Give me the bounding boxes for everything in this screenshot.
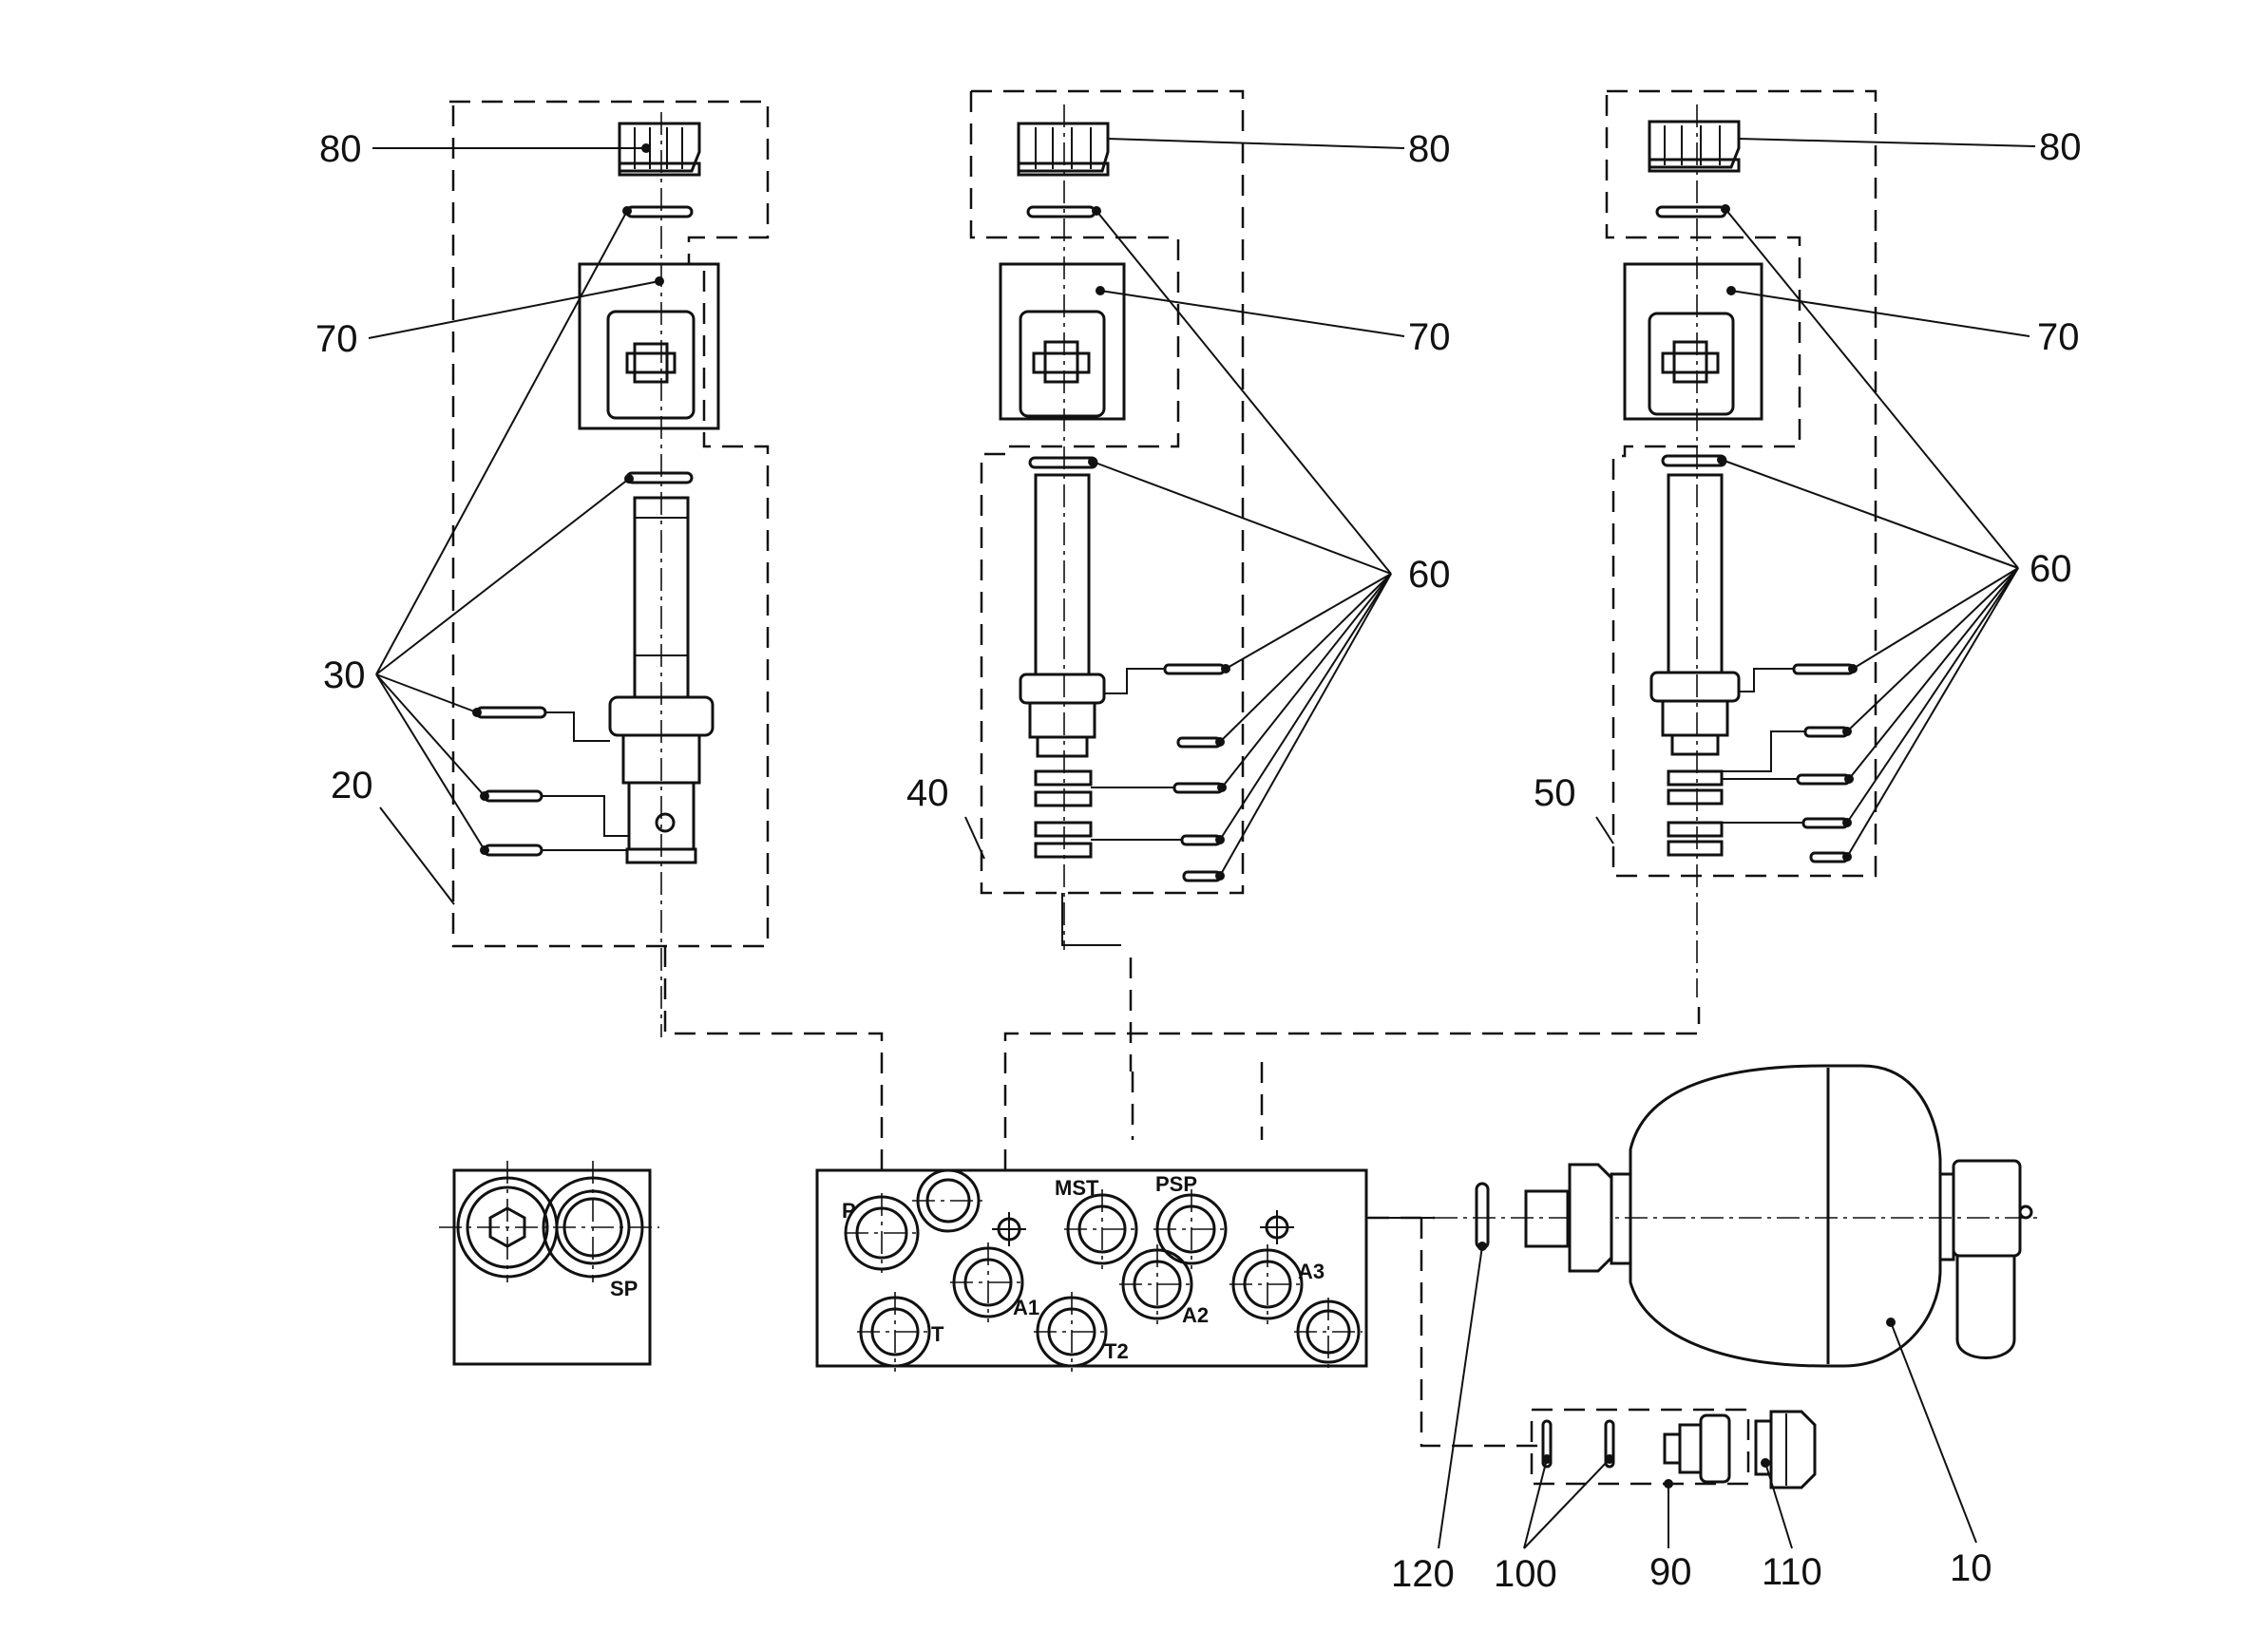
callout-70-mid: 70 (1408, 316, 1451, 358)
callout-numbers: 80 70 30 20 80 70 60 40 80 70 60 50 120 … (315, 126, 2082, 1595)
callout-80-right: 80 (2039, 126, 2082, 168)
valve-assembly-20 (449, 100, 770, 1037)
seal-100-a (1541, 1419, 1553, 1469)
callout-80-left: 80 (319, 128, 362, 170)
callout-120: 120 (1391, 1553, 1455, 1595)
callout-90: 90 (1649, 1551, 1692, 1593)
plug-110 (1754, 1410, 1817, 1489)
valve-assembly-50 (1605, 89, 1877, 997)
plate-sp: SP (439, 1161, 659, 1366)
callout-10: 10 (1950, 1547, 1992, 1589)
port-label-psp: PSP (1155, 1172, 1197, 1196)
coil-70-mid (999, 262, 1126, 421)
nut-80-left (618, 122, 701, 177)
port-label-a1: A1 (1013, 1296, 1039, 1319)
seal-100-b (1604, 1419, 1615, 1469)
valve-assembly-40 (969, 89, 1245, 950)
accumulator-10 (1524, 1064, 2033, 1368)
callout-60-right: 60 (2030, 548, 2072, 590)
cartridge-50 (1667, 473, 1724, 676)
check-valve-90 (1530, 1408, 1817, 1489)
callout-70-right: 70 (2037, 316, 2080, 358)
callout-100: 100 (1494, 1553, 1557, 1595)
seals-30 (475, 706, 629, 857)
port-label-t: T (931, 1322, 944, 1346)
coil-70-left (578, 262, 720, 430)
nut-80-mid (1017, 122, 1110, 177)
seal-120 (1475, 1182, 1490, 1250)
port-label-t2: T2 (1104, 1339, 1129, 1363)
nut-80-right (1648, 120, 1741, 173)
port-label-p: P (842, 1199, 856, 1223)
callout-30: 30 (323, 654, 366, 696)
port-label-mst: MST (1055, 1176, 1099, 1200)
callout-80-mid: 80 (1408, 128, 1451, 170)
coil-70-right (1623, 262, 1763, 421)
callout-20: 20 (331, 765, 373, 806)
port-label-a3: A3 (1298, 1260, 1325, 1283)
port-label-sp: SP (610, 1277, 638, 1300)
callout-50: 50 (1534, 772, 1576, 814)
leader-lines (368, 138, 2036, 1549)
cartridge-40 (1034, 473, 1091, 676)
manifold-block: P MST PSP A1 A2 A3 T T2 (815, 1168, 1368, 1372)
small-port-2 (1260, 1210, 1294, 1244)
small-port-1 (992, 1212, 1026, 1246)
callout-70-left: 70 (315, 318, 358, 360)
callout-40: 40 (906, 772, 949, 814)
port-label-a2: A2 (1182, 1303, 1209, 1327)
callout-110: 110 (1762, 1551, 1822, 1593)
callout-60-mid: 60 (1408, 554, 1451, 596)
